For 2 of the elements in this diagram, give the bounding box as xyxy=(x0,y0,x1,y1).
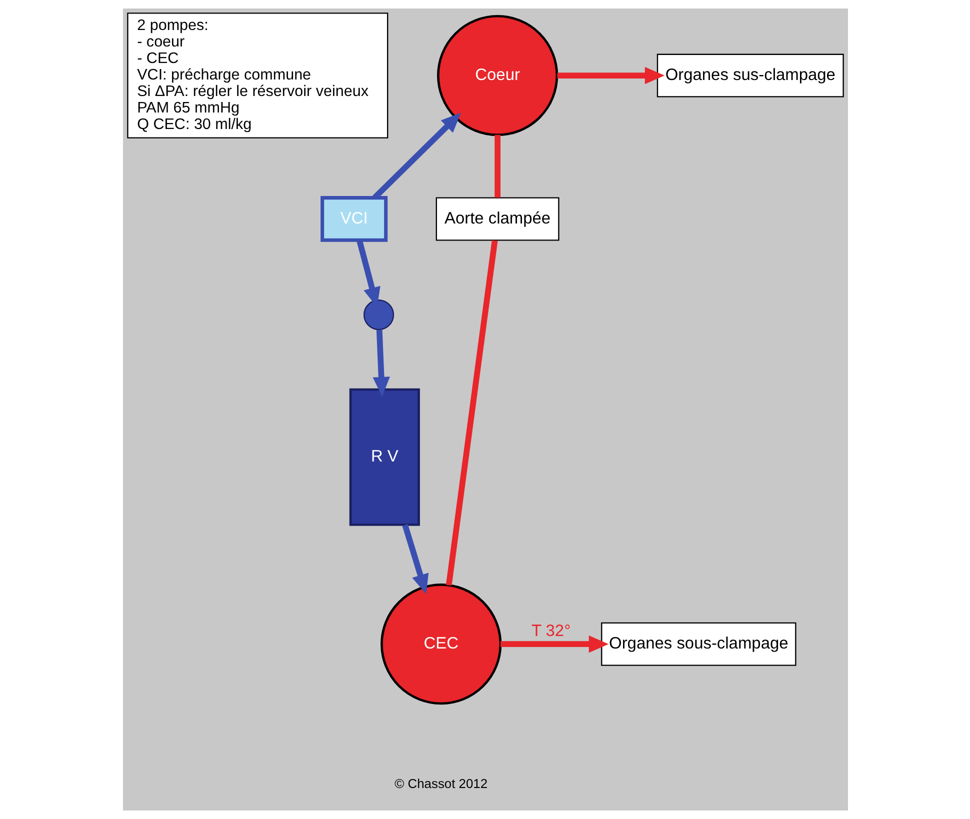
edge-label: T 32° xyxy=(530,622,570,640)
label: © Chassot 2012 xyxy=(394,776,488,791)
